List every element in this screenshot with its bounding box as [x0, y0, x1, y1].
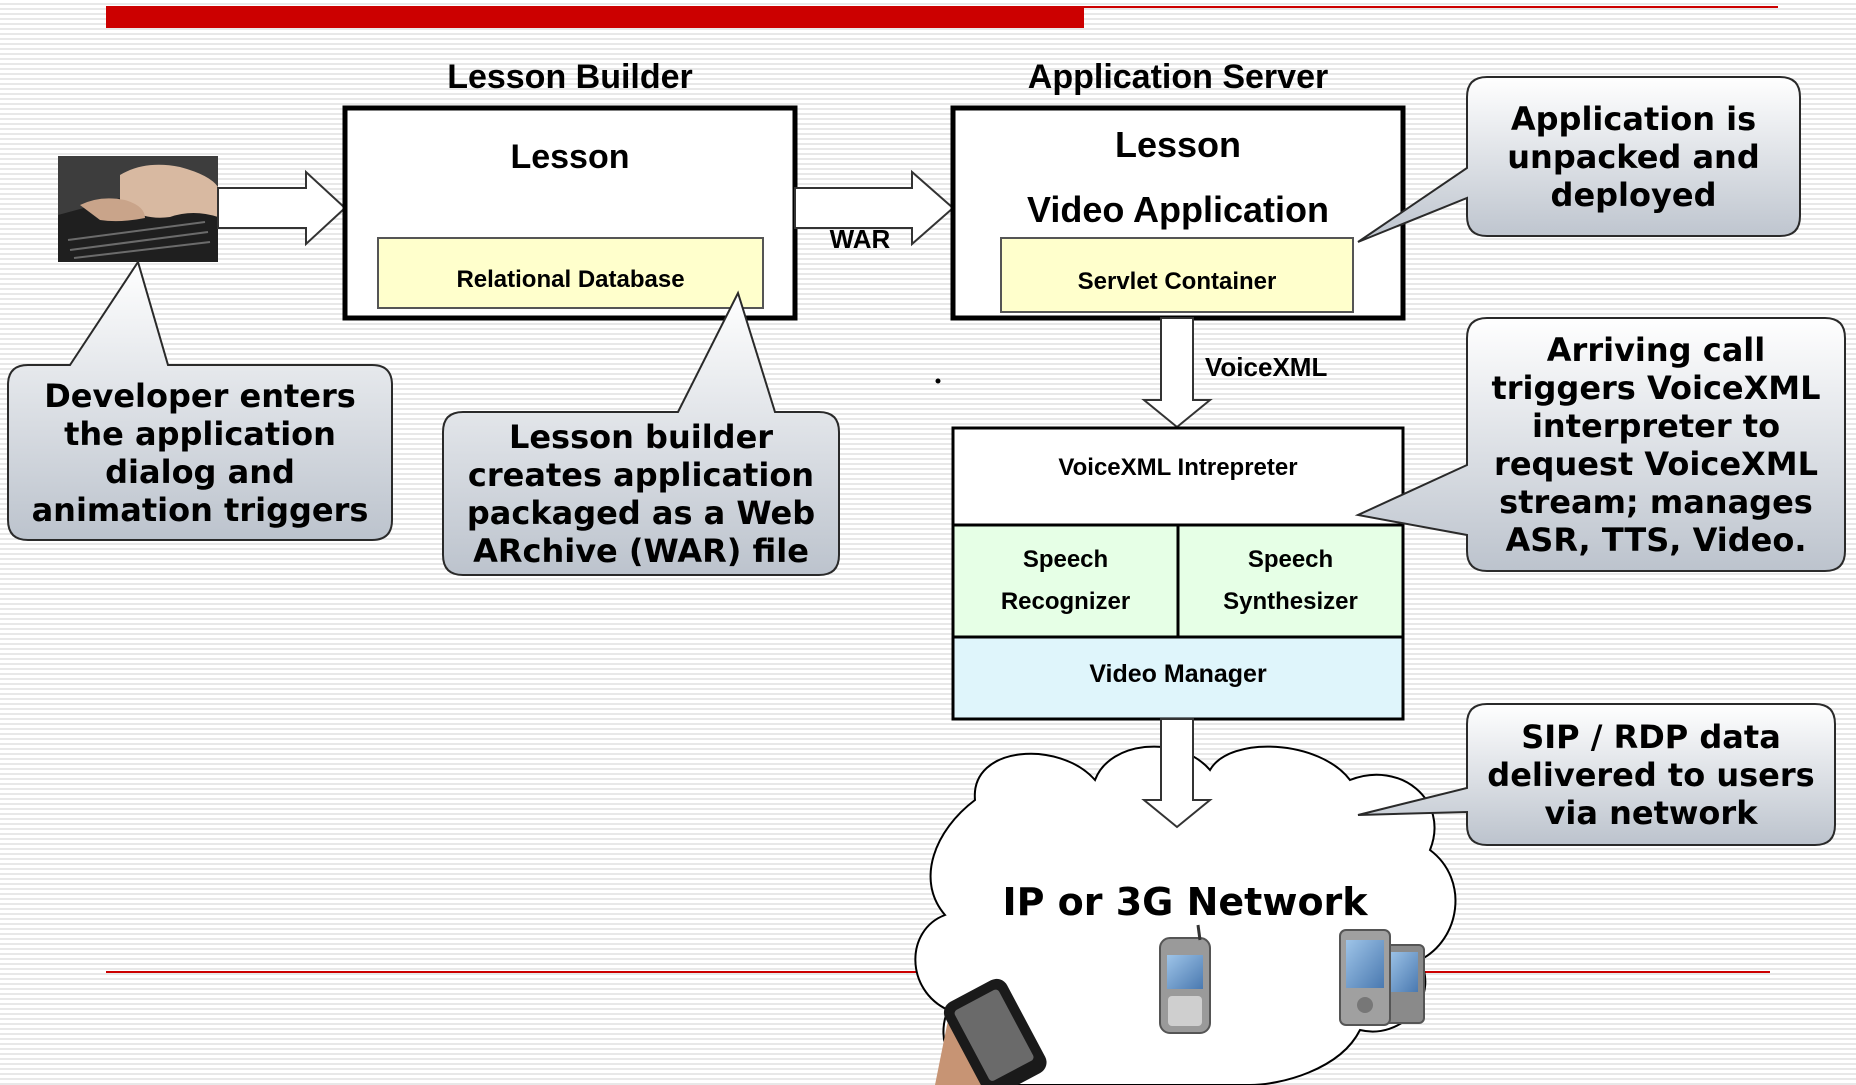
speech-synthesizer-box	[1176, 523, 1405, 639]
relational-database-box	[377, 237, 764, 309]
pda-devices-icon	[1339, 929, 1425, 1026]
voicexml-label: VoiceXML	[1205, 352, 1328, 382]
smartphone-icon	[1159, 924, 1211, 1034]
callout-deployed	[1357, 76, 1801, 243]
network-cloud	[914, 745, 1457, 1085]
voicexml-interpreter-box	[951, 426, 1405, 527]
servlet-container-label: Servlet Container	[1077, 268, 1277, 295]
arrow-to-network	[1141, 718, 1213, 829]
keyboard-photo-icon	[58, 156, 218, 262]
stray-dot	[935, 378, 941, 384]
touch-phone-icon	[935, 978, 1047, 1085]
speech-recognizer-label: Speech Recognizer	[1000, 546, 1131, 615]
callout-deployed-text: Application is unpacked and deployed	[1507, 99, 1760, 214]
network-label: IP or 3G Network	[1002, 880, 1368, 924]
servlet-container-box	[1000, 237, 1354, 313]
speech-recognizer-box	[951, 523, 1180, 639]
video-manager-box	[951, 635, 1405, 721]
callout-developer	[7, 259, 393, 541]
relational-database-label: Relational Database	[456, 266, 685, 293]
callout-lesson-builder-text: Lesson builder creates application packa…	[466, 417, 816, 570]
arrow-war	[794, 169, 955, 247]
header-red-bar	[106, 6, 1084, 28]
app-server-lesson-label: Lesson	[1114, 124, 1242, 165]
callout-sip-rdp-text: SIP / RDP data delivered to users via ne…	[1487, 717, 1815, 832]
video-application-label: Video Application	[1026, 189, 1330, 230]
lesson-builder-lesson-label: Lesson	[510, 138, 630, 176]
callout-lesson-builder	[442, 290, 840, 576]
arrow-developer-to-builder	[217, 169, 347, 247]
voicexml-interpreter-label: VoiceXML Intrepreter	[1058, 454, 1298, 481]
arrow-voicexml-down	[1141, 317, 1213, 429]
lesson-builder-title: Lesson Builder	[447, 58, 693, 96]
application-server-title: Application Server	[1027, 58, 1329, 96]
callout-arriving-call	[1354, 317, 1846, 572]
war-label: WAR	[829, 224, 891, 254]
callout-arriving-call-text: Arriving call triggers VoiceXML interpre…	[1491, 330, 1821, 559]
callout-sip-rdp	[1357, 703, 1836, 846]
video-manager-label: Video Manager	[1089, 660, 1267, 688]
speech-synthesizer-label: Speech Synthesizer	[1223, 546, 1358, 615]
callout-developer-text: Developer enters the application dialog …	[31, 376, 369, 529]
